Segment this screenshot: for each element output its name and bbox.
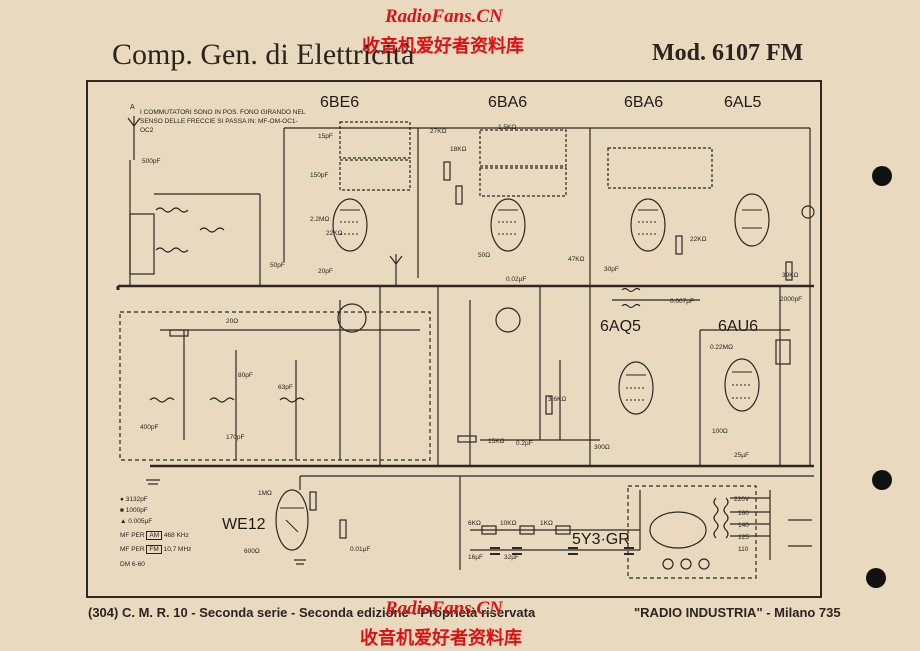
component-value-label: 30pF (604, 266, 619, 273)
component-value-label: 160 (738, 510, 749, 517)
component-value-label: 2000pF (780, 296, 803, 303)
component-value-label: 16µF (468, 554, 483, 561)
tube-label-6au6: 6AU6 (718, 318, 759, 335)
legend-mf-fm-value: 10,7 MHz (163, 546, 192, 553)
legend-line-2: ■ 1000pF (120, 507, 148, 514)
component-value-label: 63pF (278, 384, 293, 391)
component-value-label: 170pF (226, 434, 245, 441)
component-value-label: 0.02µF (506, 276, 527, 283)
company-title: Comp. Gen. di Elettricità (112, 38, 415, 71)
component-value-label: 20Ω (226, 318, 239, 325)
component-value-label: 25µF (734, 452, 749, 459)
antenna-label: A (130, 104, 135, 111)
component-value-label: 1KΩ (540, 520, 553, 527)
component-value-label: 600Ω (244, 548, 260, 555)
component-value-label: 1MΩ (258, 490, 272, 497)
legend: ● 3132pF ■ 1000pF ▲ 0.005µF MF PER AM 46… (120, 494, 191, 570)
legend-mf-am: MF PER AM 468 KHz (120, 530, 191, 541)
watermark-site-top: RadioFans.CN (385, 6, 503, 27)
binder-hole-top (872, 166, 892, 186)
component-value-label: 100Ω (712, 428, 728, 435)
component-value-label: 150pF (310, 172, 329, 179)
legend-mf-am-prefix: MF PER (120, 532, 145, 539)
switch-note: I COMMUTATORI SONO IN POS. FONO GIRANDO … (140, 109, 306, 134)
legend-am-box: AM (146, 531, 163, 540)
component-value-label: 32µF (504, 554, 519, 561)
component-value-label: 500pF (142, 158, 161, 165)
component-value-label: 0.22MΩ (710, 344, 733, 351)
component-value-label: 20pF (318, 268, 333, 275)
watermark-cn-top: 收音机爱好者资料库 (362, 36, 524, 56)
component-value-label: 300Ω (594, 444, 610, 451)
component-value-label: 39KΩ (782, 272, 799, 279)
legend-line-3: ▲ 0.005µF (120, 518, 153, 525)
schematic-frame (86, 80, 822, 598)
legend-mf-fm: MF PER FM 10,7 MHz (120, 544, 191, 555)
legend-fm-box: FM (146, 545, 162, 554)
component-value-label: 1.5KΩ (498, 124, 517, 131)
legend-code: DM 6-60 (120, 561, 145, 568)
component-value-label: 50pF (270, 262, 285, 269)
component-value-label: 2.2MΩ (310, 216, 330, 223)
component-value-label: 22KΩ (690, 236, 707, 243)
component-value-label: 110 (738, 546, 749, 553)
component-value-label: 3.6KΩ (548, 396, 567, 403)
component-value-label: 50Ω (478, 252, 491, 259)
tube-label-6ba6-2: 6BA6 (624, 94, 664, 111)
component-value-label: 18KΩ (450, 146, 467, 153)
legend-mf-fm-prefix: MF PER (120, 546, 145, 553)
watermark-site-bottom: RadioFans.CN (385, 598, 503, 619)
legend-mf-am-value: 468 KHz (163, 532, 189, 539)
component-value-label: 22KΩ (326, 230, 343, 237)
component-value-label: 125 (738, 534, 749, 541)
tube-label-6aq5: 6AQ5 (600, 318, 641, 335)
component-value-label: 80pF (238, 372, 253, 379)
legend-line-1: ● 3132pF (120, 496, 148, 503)
component-value-label: 15KΩ (488, 438, 505, 445)
component-value-label: 0.01µF (350, 546, 371, 553)
tube-label-we12: WE12 (222, 516, 266, 533)
watermark-cn-bottom: 收音机爱好者资料库 (360, 628, 522, 648)
component-value-label: 0.2µF (516, 440, 533, 447)
component-value-label: 0.007µF (670, 298, 694, 305)
component-value-label: 140 (738, 522, 749, 529)
model-title: Mod. 6107 FM (652, 40, 804, 66)
component-value-label: 47KΩ (568, 256, 585, 263)
footer-left: (304) C. M. R. 10 - Seconda serie - Seco… (88, 605, 536, 620)
tube-label-6al5: 6AL5 (724, 94, 762, 111)
component-value-label: 27KΩ (430, 128, 447, 135)
component-value-label: 10KΩ (500, 520, 517, 527)
component-value-label: 220V (734, 496, 750, 503)
binder-hole-middle (872, 470, 892, 490)
binder-hole-bottom (866, 568, 886, 588)
tube-label-5y3gr: 5Y3·GR (572, 531, 630, 548)
component-value-label: 15pF (318, 133, 333, 140)
component-value-label: 400pF (140, 424, 159, 431)
footer-right: "RADIO INDUSTRIA" - Milano 735 (634, 605, 841, 620)
tube-label-6ba6-1: 6BA6 (488, 94, 528, 111)
component-value-label: 6KΩ (468, 520, 481, 527)
tube-label-6be6: 6BE6 (320, 94, 360, 111)
